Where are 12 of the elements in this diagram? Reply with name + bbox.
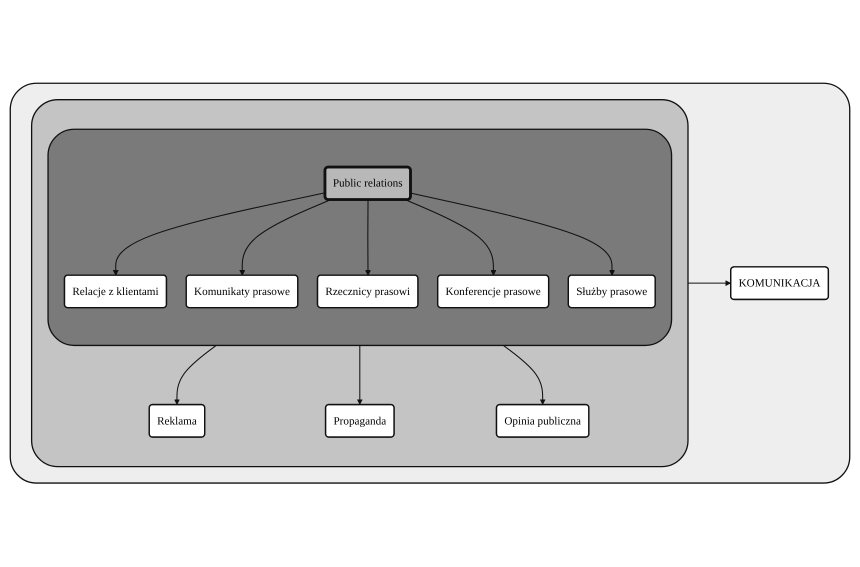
- cluster: [30, 99, 689, 468]
- arrow: [239, 200, 330, 276]
- arrow: [356, 346, 363, 406]
- cluster: [10, 82, 850, 484]
- arrow: [406, 200, 496, 276]
- arrow: [410, 192, 615, 276]
- arrow: [174, 345, 217, 406]
- arrow: [503, 345, 546, 406]
- arrow: [688, 280, 731, 286]
- cluster: [47, 128, 672, 346]
- arrow: [112, 192, 326, 276]
- arrow: [365, 200, 371, 276]
